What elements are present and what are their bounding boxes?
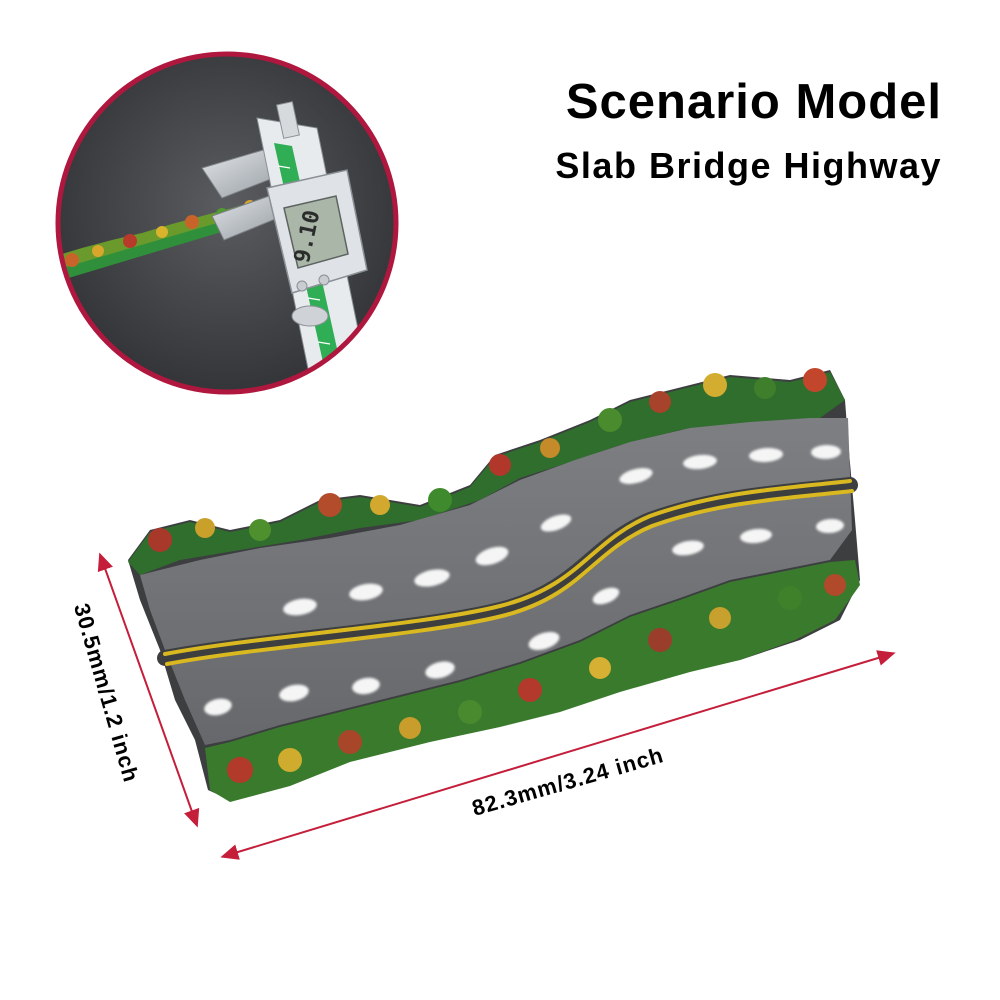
page-subtitle: Slab Bridge Highway: [555, 145, 942, 186]
length-arrow: [220, 650, 896, 860]
foliage-top: [128, 368, 845, 575]
caliper-display: [283, 195, 349, 269]
page-title: Scenario Model: [565, 75, 942, 129]
height-arrow: [97, 552, 200, 828]
center-lines: [157, 477, 858, 666]
caliper: 9.10: [201, 101, 373, 391]
caliper-inset-photo: 9.10: [55, 51, 399, 395]
